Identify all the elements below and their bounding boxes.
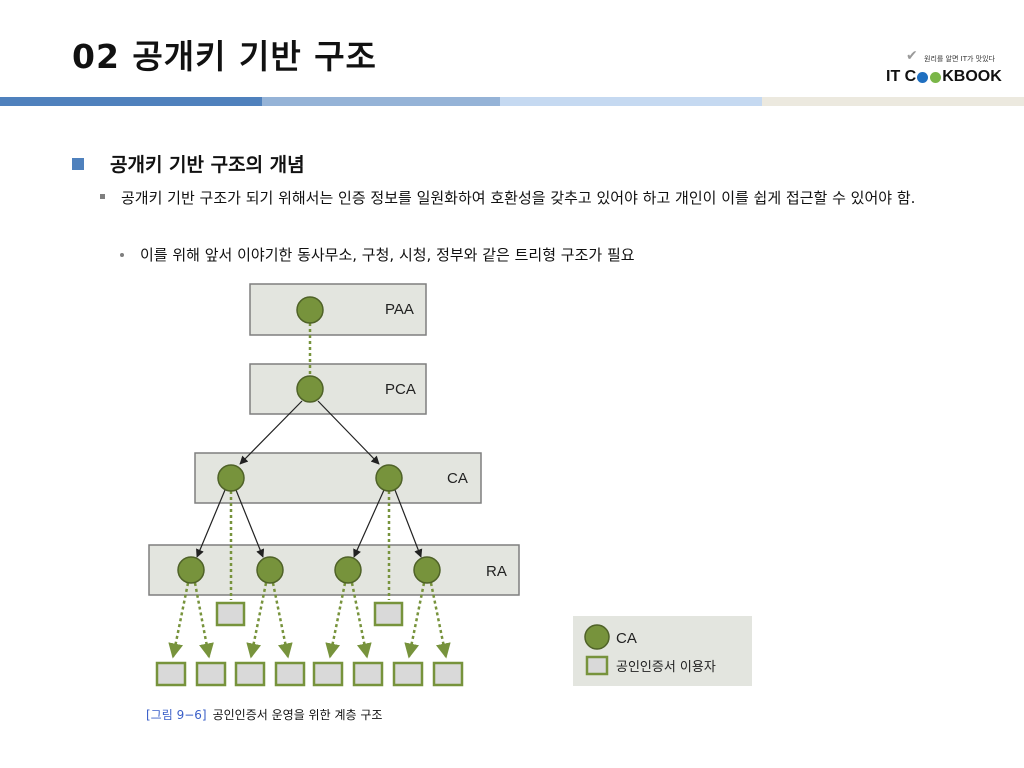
legend-ca-label: CA bbox=[616, 630, 637, 647]
ra-label: RA bbox=[486, 563, 507, 580]
user-square bbox=[274, 661, 306, 687]
paa-level-box bbox=[249, 283, 427, 336]
header-stripe-2 bbox=[262, 97, 500, 106]
user-square-ca-right bbox=[373, 601, 404, 627]
ra-node-1 bbox=[177, 556, 205, 584]
ca-ra-arrow-4 bbox=[394, 489, 423, 558]
pca-ca-arrow-right bbox=[317, 400, 380, 465]
pca-label: PCA bbox=[385, 381, 416, 398]
ra-user-link bbox=[429, 582, 451, 659]
ra-user-link bbox=[246, 582, 268, 659]
figure-caption-text: 공인인증서 운영을 위한 계층 구조 bbox=[212, 708, 383, 722]
ra-user-link bbox=[325, 582, 347, 659]
ra-user-link bbox=[193, 582, 214, 659]
logo-dot-blue bbox=[917, 71, 929, 83]
legend-user-icon bbox=[585, 655, 609, 676]
ra-user-link bbox=[168, 582, 190, 659]
diagram-legend: CA 공인인증서 이용자 bbox=[573, 616, 752, 686]
slide-title: 02 공개키 기반 구조 bbox=[72, 37, 377, 76]
paa-node bbox=[296, 296, 324, 324]
square-bullet-icon bbox=[72, 157, 84, 170]
logo-brand-suffix: KBOOK bbox=[942, 68, 1002, 85]
user-square-ca-left bbox=[215, 601, 246, 627]
user-square bbox=[432, 661, 464, 687]
sub-bullet-text: 이를 위해 앞서 이야기한 동사무소, 구청, 시청, 정부와 같은 트리형 구… bbox=[140, 246, 635, 264]
ra-user-link bbox=[271, 582, 293, 659]
ra-user-link bbox=[404, 582, 426, 659]
it-cookbook-logo: ✔ 원리를 알면 IT가 맛있다 IT C KBOOK bbox=[884, 48, 1008, 92]
ra-node-3 bbox=[334, 556, 362, 584]
figure-caption: [그림 9−6] 공인인증서 운영을 위한 계층 구조 bbox=[146, 706, 382, 723]
header-stripe-4 bbox=[762, 97, 1024, 106]
user-square bbox=[195, 661, 227, 687]
heading-text: 공개키 기반 구조의 개념 bbox=[110, 154, 305, 176]
header-stripe-1 bbox=[0, 97, 262, 106]
ca-node-right bbox=[375, 464, 403, 492]
user-square bbox=[234, 661, 266, 687]
ca-ra-arrow-2 bbox=[235, 489, 265, 558]
user-square bbox=[312, 661, 344, 687]
sub-bullet: 이를 위해 앞서 이야기한 동사무소, 구청, 시청, 정부와 같은 트리형 구… bbox=[120, 244, 635, 266]
ra-user-link bbox=[350, 582, 372, 659]
check-icon: ✔ bbox=[906, 48, 918, 64]
figure-ref: [그림 9−6] bbox=[146, 708, 207, 722]
user-square bbox=[352, 661, 384, 687]
ra-node-4 bbox=[413, 556, 441, 584]
paa-label: PAA bbox=[385, 301, 414, 318]
ca-label: CA bbox=[447, 470, 468, 487]
user-square bbox=[392, 661, 424, 687]
logo-dot-green bbox=[930, 71, 942, 83]
dot-bullet-icon bbox=[120, 253, 124, 257]
ra-node-2 bbox=[256, 556, 284, 584]
small-square-bullet-icon bbox=[100, 194, 105, 199]
pca-node bbox=[296, 375, 324, 403]
ca-ra-arrow-3 bbox=[353, 489, 385, 558]
legend-ca-icon bbox=[584, 624, 610, 650]
logo-tagline: 원리를 알면 IT가 맛있다 bbox=[924, 55, 995, 63]
header-stripe-3 bbox=[500, 97, 762, 106]
heading-bullet: 공개키 기반 구조의 개념 bbox=[72, 150, 305, 177]
ca-ra-arrow-1 bbox=[196, 489, 226, 558]
ra-user-links bbox=[168, 582, 451, 659]
logo-brand: IT C KBOOK bbox=[886, 68, 1002, 86]
pca-level-box bbox=[249, 363, 427, 415]
pca-ca-arrow-left bbox=[239, 400, 303, 465]
paragraph-text: 공개키 기반 구조가 되기 위해서는 인증 정보를 일원화하여 호환성을 갖추고… bbox=[121, 189, 916, 207]
ca-node-left bbox=[217, 464, 245, 492]
logo-brand-prefix: IT C bbox=[886, 68, 917, 85]
legend-user-label: 공인인증서 이용자 bbox=[616, 660, 716, 675]
user-square bbox=[155, 661, 187, 687]
ra-level-box bbox=[148, 544, 520, 596]
